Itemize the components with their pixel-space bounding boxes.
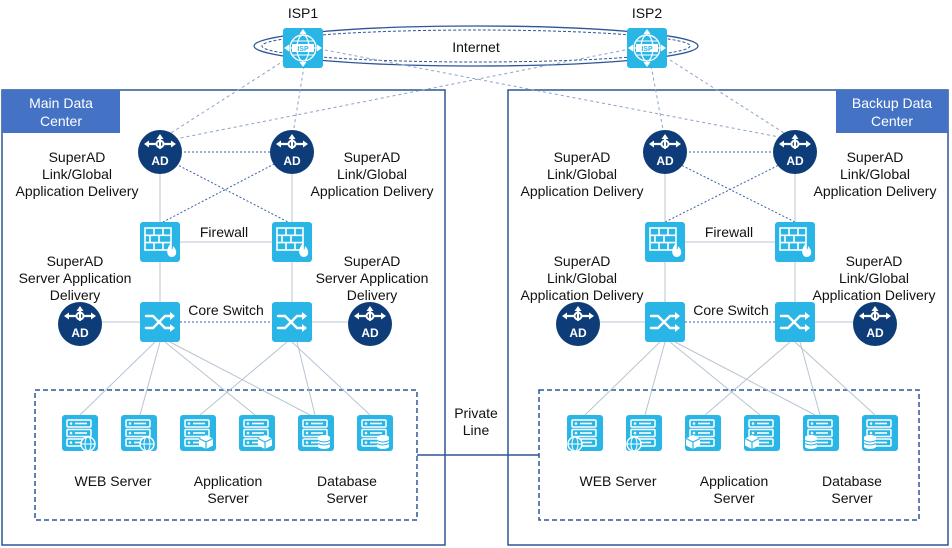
backup-ad-link-right-label-line3: Application Delivery [814,183,937,199]
private-line-label-line1: Private [454,405,498,421]
main-db-server-label-line1: Database [317,473,377,489]
main-ad-link-right-label-line3: Application Delivery [311,183,434,199]
ad-caption: AD [656,154,674,168]
main-servers [62,415,393,452]
ad-caption: AD [786,154,804,168]
main-ad-link-left-label-line2: Link/Global [42,166,112,182]
main-data-center-title-box [2,90,120,133]
main-ad-link-left-label-line3: Application Delivery [16,183,139,199]
isp1-icon-text: ISP [297,46,309,53]
main-db-server-label-line2: Server [326,490,368,506]
backup-firewall-right-icon [775,222,815,262]
ad-caption: AD [151,154,169,168]
main-ad-server-right-label-line1: SuperAD [344,253,401,269]
backup-app-server-label-line2: Server [713,490,755,506]
backup-ad-server-left-label-line3: Application Delivery [521,287,644,303]
main-data-center-frame [1,89,446,546]
backup-core-switch-right-icon [775,302,815,342]
isp2-label: ISP2 [632,5,663,21]
main-ad-link-right-label-line1: SuperAD [344,149,401,165]
backup-ad-server-left-label-line2: Link/Global [547,270,617,286]
backup-app-server-label-line1: Application [700,473,769,489]
main-ad-server-right-label-line3: Delivery [347,287,398,303]
backup-firewall-label: Firewall [705,224,753,240]
main-app-server-label-line1: Application [194,473,263,489]
backup-ad-link-left-label-line1: SuperAD [554,149,611,165]
main-app-server-label-line2: Server [207,490,249,506]
main-ad-link-right-label-line2: Link/Global [337,166,407,182]
backup-ad-server-right-label-line1: SuperAD [846,253,903,269]
backup-servers [567,415,898,452]
backup-ad-link-left-label-line2: Link/Global [547,166,617,182]
main-ad-server-left-label-line1: SuperAD [47,253,104,269]
backup-ad-server-right-label-line2: Link/Global [839,270,909,286]
ad-caption: AD [71,326,89,340]
ad-caption: AD [283,154,301,168]
backup-dc-title-line1: Backup Data [852,95,932,111]
ad-icon-captions: AD AD AD AD AD AD AD AD [71,154,884,340]
backup-dc-labels: SuperAD Link/Global Application Delivery… [521,149,937,506]
backup-data-center-frame [507,89,949,546]
main-core-switch-label: Core Switch [188,302,263,318]
backup-ad-link-right-label-line1: SuperAD [847,149,904,165]
main-firewall-right-icon [272,222,312,262]
isp-links [159,49,796,141]
backup-db-server-label-line1: Database [822,473,882,489]
main-core-switch-left-icon [140,302,180,342]
backup-ad-server-left-label-line1: SuperAD [554,253,611,269]
main-ad-server-right-label-line2: Server Application [316,270,429,286]
main-firewall-label: Firewall [200,224,248,240]
backup-ad-server-right-label-line3: Application Delivery [813,287,936,303]
private-line-label-line2: Line [463,422,490,438]
backup-web-server-label: WEB Server [579,473,656,489]
backup-core-switch-left-icon [645,302,685,342]
backup-core-switch-label: Core Switch [693,302,768,318]
backup-dc-links [584,151,876,416]
backup-firewall-left-icon [645,222,685,262]
main-ad-server-left-label-line3: Delivery [50,287,101,303]
main-dc-title-line2: Center [40,113,82,129]
main-core-switch-right-icon [272,302,312,342]
main-ad-link-left-label-line1: SuperAD [49,149,106,165]
backup-ad-link-right-label-line2: Link/Global [840,166,910,182]
ad-caption: AD [569,326,587,340]
backup-dc-title-line2: Center [871,113,913,129]
ad-caption: AD [866,326,884,340]
isp1-label: ISP1 [288,5,319,21]
backup-db-server-label-line2: Server [831,490,873,506]
main-dc-links [79,151,371,416]
main-web-server-label: WEB Server [74,473,151,489]
ad-caption: AD [361,326,379,340]
internet-label: Internet [452,39,500,55]
internet-cloud-ring-inner [261,29,691,63]
internet-cloud-ring [253,25,699,67]
isp2-icon-text: ISP [641,46,653,53]
main-dc-title-line1: Main Data [29,95,93,111]
main-dc-labels: SuperAD Link/Global Application Delivery… [16,149,434,506]
main-firewall-left-icon [140,222,180,262]
backup-ad-link-left-label-line3: Application Delivery [521,183,644,199]
main-ad-server-left-label-line2: Server Application [19,270,132,286]
backup-data-center-title-box [836,90,948,133]
